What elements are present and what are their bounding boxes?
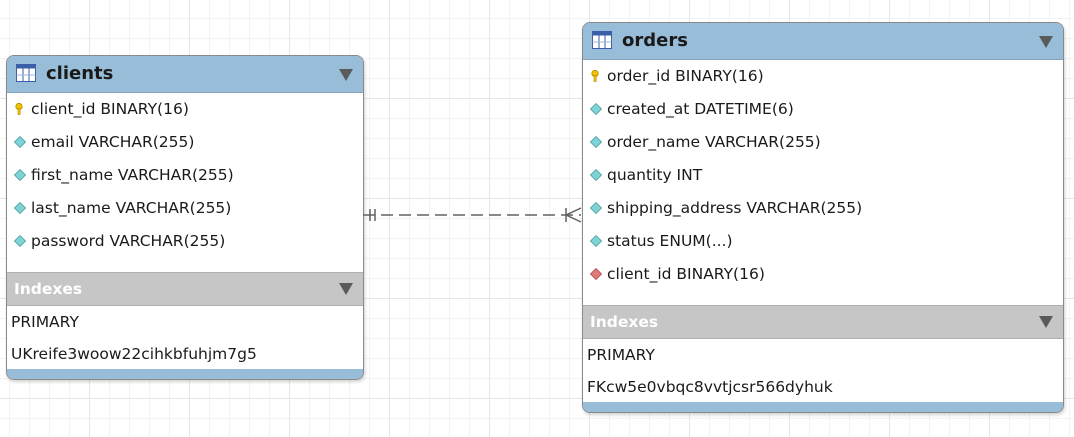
indexes-label: Indexes [14,280,83,298]
column-label: status ENUM(...) [607,232,733,250]
column-list: client_id BINARY(16) email VARCHAR(255) … [7,93,363,258]
column-row[interactable]: email VARCHAR(255) [7,126,363,159]
table-clients[interactable]: clients client_id BINARY(16) email VARCH… [6,55,364,380]
column-row[interactable]: shipping_address VARCHAR(255) [583,192,1063,225]
collapse-arrow-icon[interactable] [1039,36,1053,48]
column-icon [590,202,602,214]
table-title: orders [622,30,688,51]
column-icon [590,136,602,148]
column-row[interactable]: created_at DATETIME(6) [583,93,1063,126]
column-row[interactable]: password VARCHAR(255) [7,225,363,258]
collapse-arrow-icon[interactable] [339,283,353,295]
column-label: order_name VARCHAR(255) [607,133,821,151]
column-row[interactable]: client_id BINARY(16) [7,93,363,126]
column-label: shipping_address VARCHAR(255) [607,199,863,217]
column-row[interactable]: last_name VARCHAR(255) [7,192,363,225]
column-row[interactable]: quantity INT [583,159,1063,192]
column-label: order_id BINARY(16) [607,67,764,85]
table-icon [592,31,612,49]
crows-foot-many-icon [565,207,582,223]
column-icon [590,103,602,115]
collapse-arrow-icon[interactable] [1039,316,1053,328]
column-row[interactable]: first_name VARCHAR(255) [7,159,363,192]
primary-key-icon [591,70,599,82]
one-and-only-one-icon [369,209,376,221]
index-row[interactable]: FKcw5e0vbqc8vvtjcsr566dyhuk [587,378,833,396]
column-list: order_id BINARY(16) created_at DATETIME(… [583,60,1063,291]
table-orders[interactable]: orders order_id BINARY(16) created_at DA… [582,22,1064,413]
column-icon [14,136,26,148]
column-row[interactable]: status ENUM(...) [583,225,1063,258]
indexes-header[interactable]: Indexes [7,272,363,306]
index-list: PRIMARY UKreife3woow22cihkbfuhjm7g5 [7,306,363,370]
column-label: created_at DATETIME(6) [607,100,794,118]
column-label: email VARCHAR(255) [31,133,195,151]
primary-key-icon [15,103,23,115]
column-row[interactable]: order_name VARCHAR(255) [583,126,1063,159]
table-footer [7,369,363,379]
column-icon [14,235,26,247]
indexes-label: Indexes [590,313,659,331]
column-label: client_id BINARY(16) [607,265,765,283]
table-footer [583,402,1063,412]
table-icon [16,64,36,82]
column-icon [590,169,602,181]
column-label: first_name VARCHAR(255) [31,166,234,184]
column-label: last_name VARCHAR(255) [31,199,232,217]
column-row[interactable]: order_id BINARY(16) [583,60,1063,93]
index-row[interactable]: PRIMARY [587,346,655,364]
table-header-orders[interactable]: orders [583,23,1063,60]
index-list: PRIMARY FKcw5e0vbqc8vvtjcsr566dyhuk [583,339,1063,403]
column-label: password VARCHAR(255) [31,232,226,250]
column-label: client_id BINARY(16) [31,100,189,118]
index-row[interactable]: UKreife3woow22cihkbfuhjm7g5 [11,345,257,363]
indexes-header[interactable]: Indexes [583,305,1063,339]
column-row[interactable]: client_id BINARY(16) [583,258,1063,291]
column-icon [14,202,26,214]
table-header-clients[interactable]: clients [7,56,363,93]
column-icon [14,169,26,181]
index-row[interactable]: PRIMARY [11,313,79,331]
column-label: quantity INT [607,166,703,184]
column-icon [590,235,602,247]
foreign-key-icon [590,268,602,280]
collapse-arrow-icon[interactable] [339,69,353,81]
table-title: clients [46,63,114,84]
